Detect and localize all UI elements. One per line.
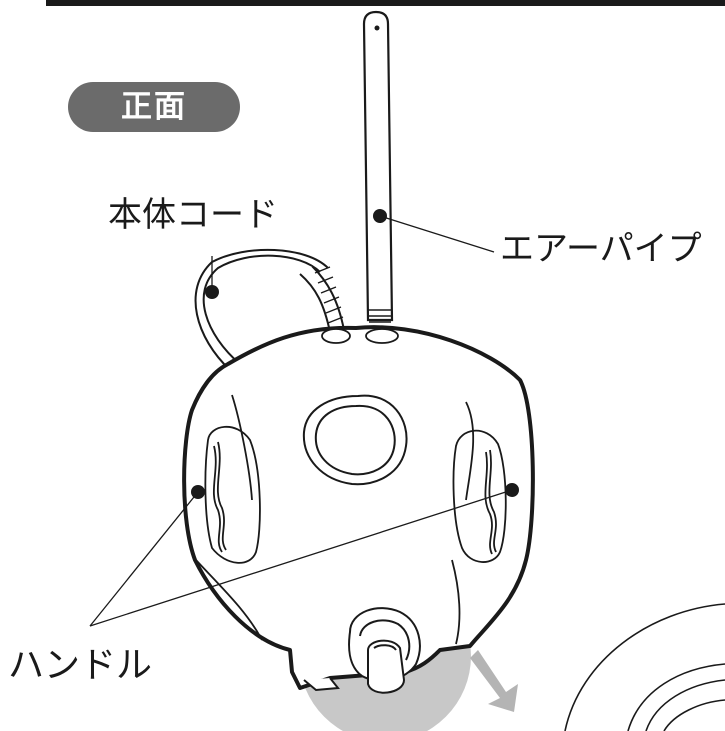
detail-view-edge	[564, 603, 725, 731]
top-connectors	[321, 328, 399, 344]
top-rule	[46, 0, 725, 6]
dot-right-handle	[505, 483, 519, 497]
dot-cord	[205, 285, 219, 299]
air-pipe	[362, 10, 394, 323]
center-dial	[302, 394, 408, 486]
label-body-cord: 本体コード	[108, 195, 278, 235]
body-cord	[194, 248, 346, 371]
dot-left-handle	[191, 485, 205, 499]
leader-lines	[89, 215, 513, 627]
label-air-pipe: エアーパイプ	[500, 229, 702, 269]
dot-air-pipe	[373, 209, 387, 223]
bottom-knob	[348, 607, 421, 694]
direction-arrow	[470, 650, 518, 712]
label-handle: ハンドル	[8, 645, 153, 686]
right-handle	[451, 401, 507, 645]
view-title-badge: 正面	[68, 82, 240, 132]
device-body	[182, 325, 535, 690]
left-handle	[195, 394, 263, 641]
bottom-tab	[303, 677, 340, 692]
callout-dots	[191, 209, 519, 499]
